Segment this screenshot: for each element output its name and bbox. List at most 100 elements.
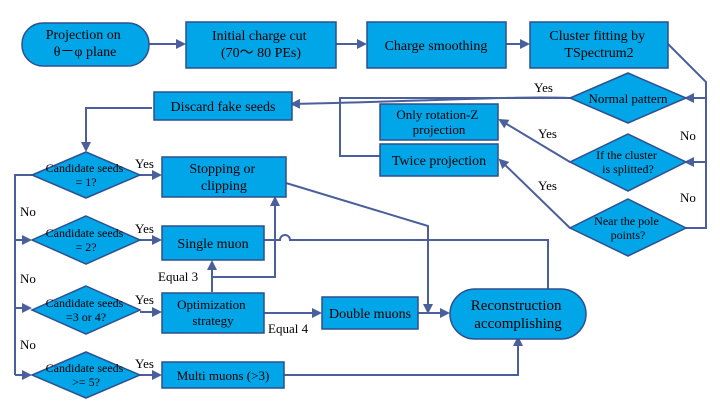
stopping-text: Stopping or clipping (189, 162, 258, 194)
edge-discard-to-seeds1 (81, 107, 152, 152)
splitted-text: If the cluster is splitted? (596, 148, 660, 176)
pole-shape (568, 198, 688, 257)
node-double: Double muons (321, 296, 419, 330)
seeds34-text: Candidate seeds =3 or 4? (46, 296, 127, 324)
label-equal3: Equal 3 (158, 269, 198, 284)
seeds5-text: Candidate seeds >= 5? (46, 361, 127, 389)
seeds5-shape (30, 351, 142, 399)
node-smoothing: Charge smoothing (366, 21, 507, 69)
node-splitted: If the cluster is splitted? (568, 133, 688, 192)
pole-line1: Near the pole (594, 214, 659, 228)
double-text: Double muons (329, 307, 411, 322)
seeds2-text: Candidate seeds = 2? (46, 226, 127, 254)
node-single: Single muon (161, 225, 265, 261)
splitted-line2: is splitted? (602, 162, 654, 176)
twice-text: Twice projection (392, 154, 486, 169)
node-discard: Discard fake seeds (153, 91, 293, 121)
stopping-line2: clipping (201, 179, 247, 194)
single-line1: Single muon (177, 237, 248, 252)
splitted-shape (568, 133, 688, 192)
label-no-seeds1: No (20, 204, 36, 219)
label-yes-seeds5: Yes (135, 356, 154, 371)
optimization-line2: strategy (192, 313, 234, 328)
seeds2-shape (30, 215, 142, 265)
optimization-shape (161, 292, 265, 334)
double-line1: Double muons (329, 307, 411, 322)
cluster-fit-text: Cluster fitting by TSpectrum2 (549, 29, 648, 61)
optimization-line1: Optimization (177, 297, 246, 312)
node-cluster-fit: Cluster fitting by TSpectrum2 (529, 21, 669, 69)
node-normal-pattern: Normal pattern (568, 72, 688, 124)
seeds34-shape (30, 285, 142, 335)
seeds1-shape (30, 151, 142, 199)
rotation-z-line1: Only rotation-Z (396, 107, 478, 122)
node-reconstruction: Reconstruction accomplishing (449, 288, 587, 340)
discard-line1: Discard fake seeds (171, 100, 276, 115)
node-pole: Near the pole points? (568, 198, 688, 257)
twice-line1: Twice projection (392, 154, 486, 169)
label-no-splitted: No (680, 190, 696, 205)
label-yes-seeds1: Yes (135, 156, 154, 171)
multi-line1: Multi muons (>3) (177, 368, 270, 383)
multi-shape (161, 361, 285, 389)
rotation-z-text: Only rotation-Z projection (396, 107, 481, 137)
edge-normal-to-discard (290, 96, 571, 109)
edge-labels: Yes Yes Yes No No Yes Yes Yes Yes No No … (20, 80, 696, 371)
reconstruction-line1: Reconstruction (471, 298, 562, 314)
seeds2-line2: = 2? (75, 240, 96, 254)
seeds1-line1: Candidate seeds (46, 161, 124, 175)
edge-optimization-to-stopping (212, 196, 280, 278)
edge-single-to-reconstruction (264, 234, 549, 290)
seeds5-line1: Candidate seeds (46, 361, 124, 375)
seeds34-line1: Candidate seeds (46, 296, 124, 310)
seeds1-line2: = 1? (75, 175, 96, 189)
rotation-z-shape (379, 103, 499, 141)
edge-cluster-right-trunk (667, 43, 707, 229)
cluster-fit-shape (529, 21, 669, 69)
node-twice: Twice projection (379, 143, 499, 177)
projection-text: Projection on θ－φ plane (46, 28, 125, 60)
node-multi: Multi muons (>3) (161, 361, 285, 389)
discard-shape (153, 91, 293, 121)
optimization-text: Optimization strategy (177, 297, 249, 328)
node-seeds34: Candidate seeds =3 or 4? (30, 285, 142, 335)
reconstruction-line2: accomplishing (474, 316, 562, 332)
label-yes-normal: Yes (534, 80, 553, 95)
edge-stopping-to-reconstruction (285, 182, 433, 314)
stopping-line1: Stopping or (189, 162, 255, 177)
normal-pattern-text: Normal pattern (588, 91, 668, 106)
reconstruction-shape (449, 288, 587, 340)
projection-line1: Projection on (46, 28, 121, 43)
node-seeds5: Candidate seeds >= 5? (30, 351, 142, 399)
label-no-seeds2: No (20, 271, 36, 286)
edge-multi-to-reconstruction (284, 336, 523, 376)
cluster-fit-line2: TSpectrum2 (564, 46, 633, 61)
label-yes-splitted: Yes (538, 126, 557, 141)
edges (14, 39, 707, 380)
smoothing-line1: Charge smoothing (385, 39, 488, 54)
label-no-seeds34: No (20, 337, 36, 352)
stopping-shape (161, 156, 287, 198)
projection-line2: θ－φ plane (54, 45, 117, 60)
initial-cut-line1: Initial charge cut (212, 29, 307, 44)
edge-normal-loop (339, 97, 570, 157)
node-projection: Projection on θ－φ plane (21, 22, 150, 67)
discard-text: Discard fake seeds (171, 100, 276, 115)
double-shape (321, 296, 419, 330)
label-yes-pole: Yes (538, 178, 557, 193)
twice-shape (379, 143, 499, 177)
single-shape (161, 225, 265, 261)
single-text: Single muon (177, 237, 248, 252)
pole-text: Near the pole points? (594, 214, 662, 242)
node-seeds2: Candidate seeds = 2? (30, 215, 142, 265)
multi-text: Multi muons (>3) (177, 368, 270, 383)
label-equal4: Equal 4 (268, 321, 309, 336)
edge-pole-to-twice (498, 158, 571, 229)
smoothing-shape (366, 21, 507, 69)
label-no-normal: No (680, 128, 696, 143)
normal-pattern-line1: Normal pattern (588, 91, 668, 106)
rotation-z-line2: projection (413, 122, 466, 137)
smoothing-text: Charge smoothing (385, 39, 488, 54)
label-yes-seeds2: Yes (135, 221, 154, 236)
